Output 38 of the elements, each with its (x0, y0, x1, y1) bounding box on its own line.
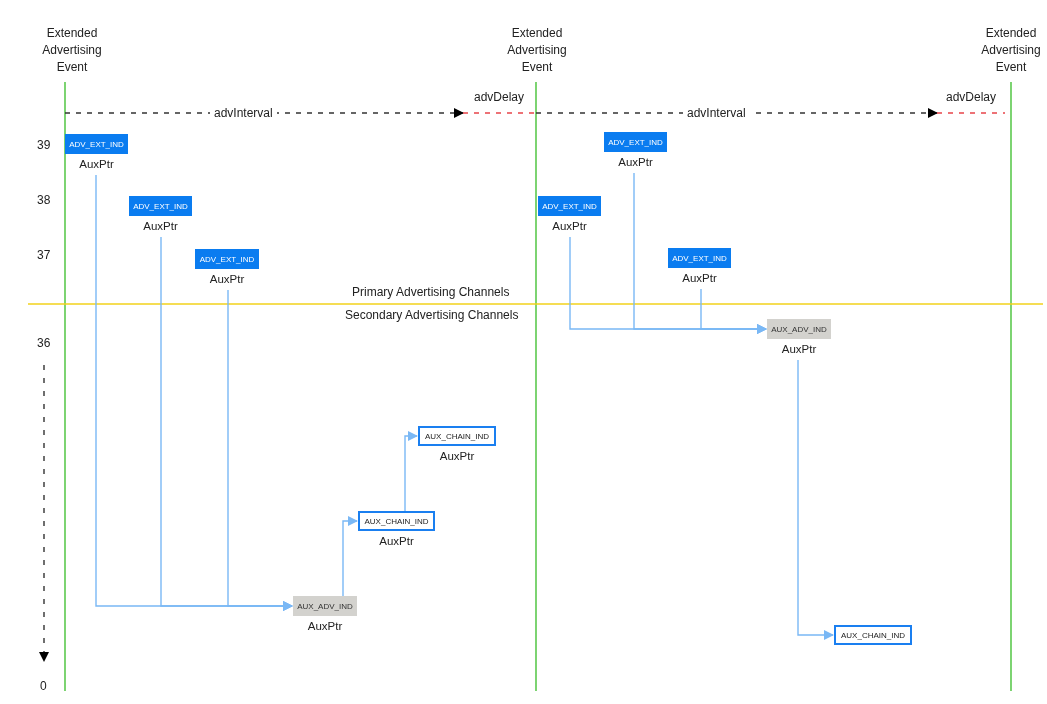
pointer-label: AuxPtr (781, 342, 817, 356)
packet-box: ADV_EXT_IND (668, 248, 731, 268)
timing-label: Primary Advertising Channels (352, 284, 510, 301)
packet-box: AUX_CHAIN_IND (834, 625, 912, 645)
pointer-label: AuxPtr (79, 157, 114, 171)
packet-box: AUX_ADV_IND (767, 319, 831, 339)
event-heading: Extended Advertising Event (980, 25, 1042, 76)
pointer-label: AuxPtr (143, 219, 178, 233)
timing-label: advDelay (474, 89, 525, 106)
arrow (404, 431, 418, 512)
timing-label: advDelay (946, 89, 997, 106)
channel-number: 39 (37, 137, 51, 154)
packet-box: ADV_EXT_IND (538, 196, 601, 216)
arrow (342, 516, 358, 597)
packet-box: ADV_EXT_IND (604, 132, 667, 152)
arrow (797, 359, 834, 640)
pointer-label: AuxPtr (379, 534, 414, 548)
pointer-label: AuxPtr (682, 271, 717, 285)
channel-number: 0 (40, 678, 47, 695)
pointer-label: AuxPtr (439, 449, 475, 463)
timing-label: Secondary Advertising Channels (345, 307, 519, 324)
arrow (700, 288, 767, 334)
pointer-label: AuxPtr (618, 155, 653, 169)
channel-number: 37 (37, 247, 51, 264)
channel-number: 38 (37, 192, 51, 209)
arrow (227, 289, 293, 611)
packet-box: AUX_ADV_IND (293, 596, 357, 616)
pointer-label: AuxPtr (209, 272, 245, 286)
packet-box: ADV_EXT_IND (195, 249, 259, 269)
event-heading: Extended Advertising Event (506, 25, 568, 76)
packet-box: AUX_CHAIN_IND (418, 426, 496, 446)
packet-box: AUX_CHAIN_IND (358, 511, 435, 531)
channel-number: 36 (37, 335, 51, 352)
pointer-label: AuxPtr (552, 219, 587, 233)
packet-box: ADV_EXT_IND (129, 196, 192, 216)
packet-box: ADV_EXT_IND (65, 134, 128, 154)
event-heading: Extended Advertising Event (41, 25, 103, 76)
pointer-label: AuxPtr (307, 619, 343, 633)
